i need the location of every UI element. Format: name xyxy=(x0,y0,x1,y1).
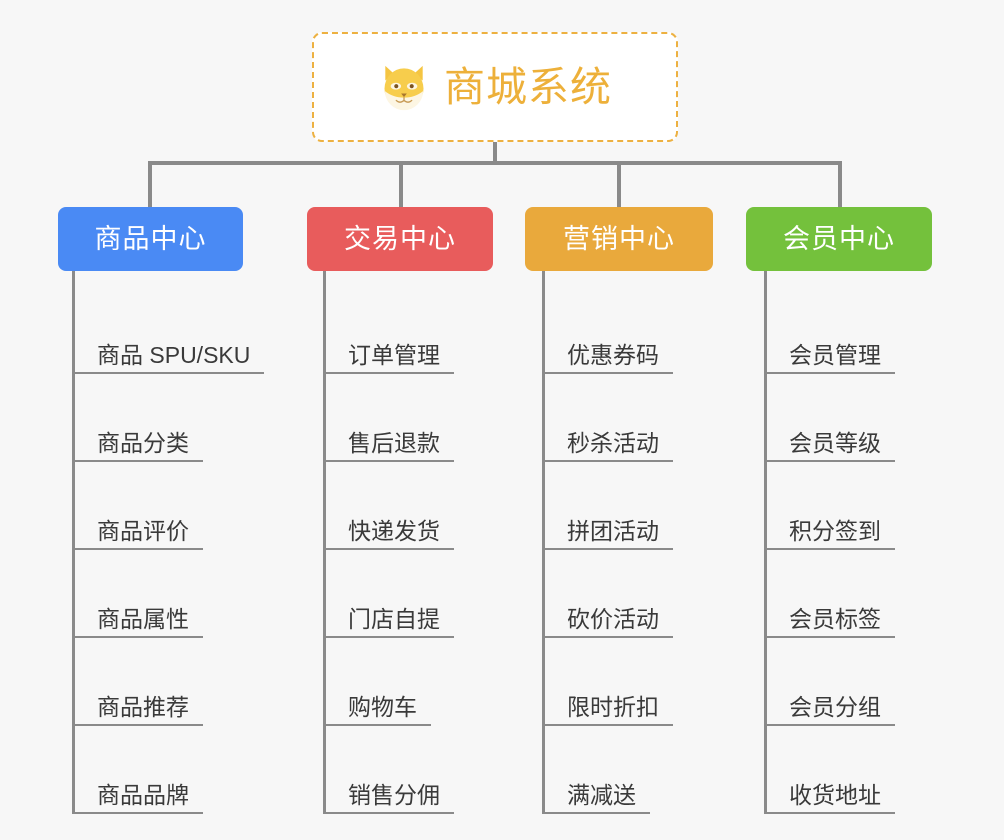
root-title: 商城系统 xyxy=(444,63,612,110)
list-item[interactable]: 优惠券码 xyxy=(545,286,801,374)
list-item[interactable]: 收货地址 xyxy=(767,726,1004,814)
leaf-label: 售后退款 xyxy=(348,429,440,456)
leaf-label: 优惠券码 xyxy=(567,341,659,368)
list-item[interactable]: 积分签到 xyxy=(767,462,1004,550)
shiba-dog-face-icon xyxy=(384,65,424,111)
leaf-label: 门店自提 xyxy=(348,605,440,632)
leaf-label: 积分签到 xyxy=(789,517,881,544)
branch-column-product-center: 商品中心 商品 SPU/SKU 商品分类 商品评价 商品属性 商品推荐 商品品牌 xyxy=(58,207,331,814)
leaf-label: 会员管理 xyxy=(789,341,881,368)
leaf-label: 收货地址 xyxy=(789,781,881,808)
list-item[interactable]: 商品分类 xyxy=(75,374,331,462)
connector-drop-branch-4 xyxy=(838,161,842,207)
connector-drop-branch-2 xyxy=(399,161,403,207)
list-item[interactable]: 门店自提 xyxy=(326,550,582,638)
list-item[interactable]: 商品 SPU/SKU xyxy=(75,286,331,374)
leaf-label: 商品评价 xyxy=(97,517,189,544)
connector-drop-branch-1 xyxy=(148,161,152,207)
list-item[interactable]: 砍价活动 xyxy=(545,550,801,638)
branch-column-member-center: 会员中心 会员管理 会员等级 积分签到 会员标签 会员分组 收货地址 xyxy=(746,207,1004,814)
leaf-list-trade-center: 订单管理 售后退款 快递发货 门店自提 购物车 销售分佣 xyxy=(323,271,582,814)
leaf-label: 限时折扣 xyxy=(567,693,659,720)
list-item[interactable]: 快递发货 xyxy=(326,462,582,550)
list-item[interactable]: 拼团活动 xyxy=(545,462,801,550)
leaf-label: 会员分组 xyxy=(789,693,881,720)
list-item[interactable]: 购物车 xyxy=(326,638,582,726)
leaf-label: 销售分佣 xyxy=(348,781,440,808)
leaf-label: 商品属性 xyxy=(97,605,189,632)
list-item[interactable]: 秒杀活动 xyxy=(545,374,801,462)
branch-header-label: 商品中心 xyxy=(94,223,207,254)
list-item[interactable]: 商品品牌 xyxy=(75,726,331,814)
branch-header-label: 会员中心 xyxy=(783,223,895,254)
branch-header-trade-center[interactable]: 交易中心 xyxy=(307,207,493,271)
list-item[interactable]: 会员管理 xyxy=(767,286,1004,374)
leaf-label: 砍价活动 xyxy=(567,605,659,632)
leaf-label: 订单管理 xyxy=(348,341,440,368)
list-item[interactable]: 限时折扣 xyxy=(545,638,801,726)
leaf-list-member-center: 会员管理 会员等级 积分签到 会员标签 会员分组 收货地址 xyxy=(764,271,1004,814)
branch-header-member-center[interactable]: 会员中心 xyxy=(746,207,932,271)
leaf-label: 商品推荐 xyxy=(97,693,189,720)
list-item[interactable]: 商品评价 xyxy=(75,462,331,550)
branch-header-label: 营销中心 xyxy=(563,223,675,254)
leaf-label: 会员标签 xyxy=(789,605,881,632)
branch-header-label: 交易中心 xyxy=(344,223,456,254)
leaf-label: 商品 SPU/SKU xyxy=(97,341,251,368)
leaf-label: 商品分类 xyxy=(97,429,189,456)
leaf-label: 拼团活动 xyxy=(567,517,659,544)
list-item[interactable]: 会员等级 xyxy=(767,374,1004,462)
list-item[interactable]: 满减送 xyxy=(545,726,801,814)
leaf-label: 秒杀活动 xyxy=(567,429,659,456)
connector-drop-branch-3 xyxy=(617,161,621,207)
leaf-list-product-center: 商品 SPU/SKU 商品分类 商品评价 商品属性 商品推荐 商品品牌 xyxy=(72,271,331,814)
leaf-label: 商品品牌 xyxy=(97,781,189,808)
branch-header-product-center[interactable]: 商品中心 xyxy=(58,207,243,271)
connector-root-stem xyxy=(493,142,497,165)
leaf-label: 满减送 xyxy=(567,781,636,808)
branch-column-marketing-center: 营销中心 优惠券码 秒杀活动 拼团活动 砍价活动 限时折扣 满减送 xyxy=(525,207,801,814)
list-item[interactable]: 售后退款 xyxy=(326,374,582,462)
leaf-label: 快递发货 xyxy=(348,517,440,544)
list-item[interactable]: 商品推荐 xyxy=(75,638,331,726)
connector-horizontal-bus xyxy=(148,161,842,165)
leaf-list-marketing-center: 优惠券码 秒杀活动 拼团活动 砍价活动 限时折扣 满减送 xyxy=(542,271,801,814)
list-item[interactable]: 订单管理 xyxy=(326,286,582,374)
root-node[interactable]: 商城系统 xyxy=(312,32,678,142)
branch-column-trade-center: 交易中心 订单管理 售后退款 快递发货 门店自提 购物车 销售分佣 xyxy=(307,207,582,814)
leaf-label: 购物车 xyxy=(348,693,417,720)
list-item[interactable]: 会员分组 xyxy=(767,638,1004,726)
list-item[interactable]: 商品属性 xyxy=(75,550,331,638)
branch-header-marketing-center[interactable]: 营销中心 xyxy=(525,207,713,271)
leaf-label: 会员等级 xyxy=(789,429,881,456)
list-item[interactable]: 会员标签 xyxy=(767,550,1004,638)
list-item[interactable]: 销售分佣 xyxy=(326,726,582,814)
